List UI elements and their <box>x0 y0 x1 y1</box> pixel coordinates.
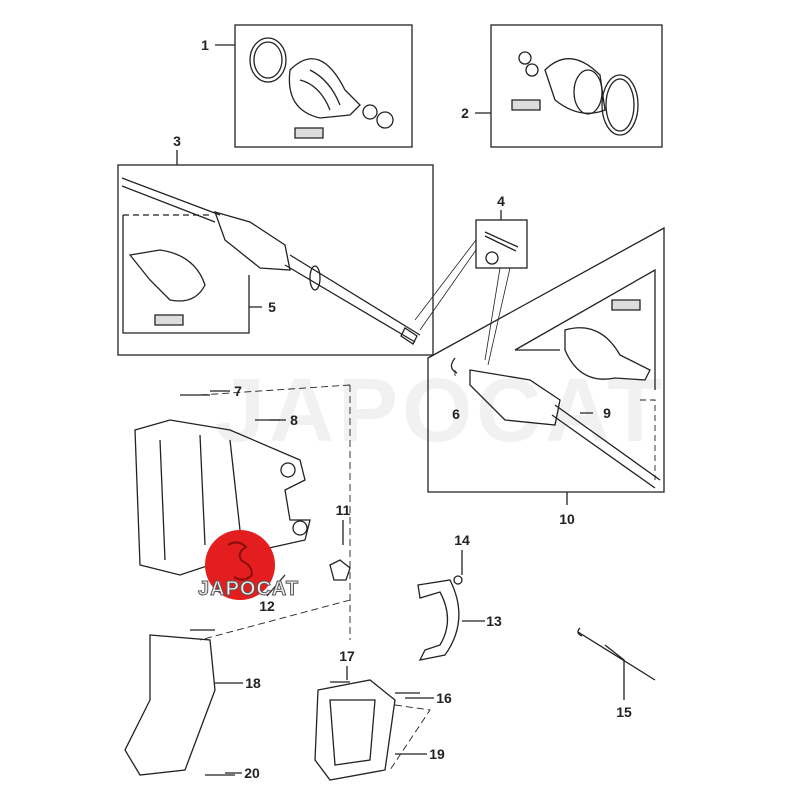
logo-text: JAPOCAT <box>197 578 300 601</box>
box-driveshaft-10 <box>427 226 665 493</box>
callout-20[interactable]: 20 <box>244 765 260 781</box>
callout-5[interactable]: 5 <box>268 299 276 315</box>
callout-12[interactable]: 12 <box>259 598 275 614</box>
box-driveshaft-3 <box>117 164 434 356</box>
callout-15[interactable]: 15 <box>616 704 632 720</box>
callout-9[interactable]: 9 <box>603 405 611 421</box>
callout-13[interactable]: 13 <box>486 613 502 629</box>
callout-7[interactable]: 7 <box>234 383 242 399</box>
box-inner-5 <box>122 215 250 334</box>
callout-3[interactable]: 3 <box>173 133 181 149</box>
callout-14[interactable]: 14 <box>454 532 470 548</box>
callout-17[interactable]: 17 <box>339 648 355 664</box>
callout-6[interactable]: 6 <box>452 406 460 422</box>
box-boot-kit-2 <box>490 24 663 148</box>
box-boot-kit-1 <box>234 24 413 148</box>
callout-4[interactable]: 4 <box>497 193 505 209</box>
callout-8[interactable]: 8 <box>290 412 298 428</box>
callout-1[interactable]: 1 <box>201 37 209 53</box>
callout-10[interactable]: 10 <box>559 511 575 527</box>
watermark: JAPOCAT <box>215 361 667 461</box>
callout-11[interactable]: 11 <box>335 502 351 518</box>
callout-2[interactable]: 2 <box>461 105 469 121</box>
callout-16[interactable]: 16 <box>436 690 452 706</box>
callout-18[interactable]: 18 <box>245 675 261 691</box>
callout-19[interactable]: 19 <box>429 746 445 762</box>
